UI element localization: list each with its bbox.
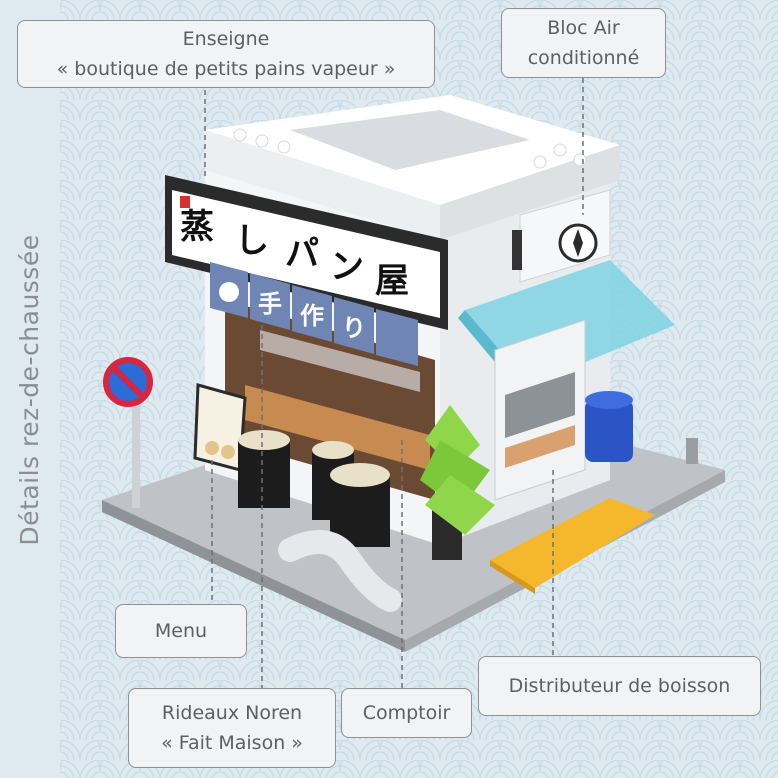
callout-ac-line2: conditionné bbox=[527, 47, 640, 69]
air-conditioner-unit bbox=[512, 189, 611, 283]
bollard bbox=[686, 438, 698, 464]
no-parking-sign-icon bbox=[103, 357, 153, 508]
callout-air-conditioner: Bloc Air conditionné bbox=[501, 8, 666, 78]
sign-char-4: ン bbox=[330, 247, 364, 287]
sign-char-5: 屋 bbox=[375, 261, 409, 301]
noren-curtains bbox=[210, 262, 418, 366]
sign-char-3: パ bbox=[285, 234, 319, 274]
callout-counter: Comptoir bbox=[341, 688, 472, 738]
noren-char-1: 手 bbox=[258, 290, 282, 318]
callout-noren-line2: « Fait Maison » bbox=[161, 732, 303, 754]
green-tree bbox=[420, 405, 495, 560]
noren-char-3: り bbox=[342, 314, 366, 342]
callout-ac-line1: Bloc Air bbox=[547, 17, 620, 39]
callout-menu: Menu bbox=[115, 604, 247, 658]
callout-vending-machine: Distributeur de boisson bbox=[478, 656, 761, 716]
callout-vending-line1: Distributeur de boisson bbox=[508, 675, 731, 697]
sign-char-1: 蒸 bbox=[180, 207, 214, 247]
callout-noren: Rideaux Noren « Fait Maison » bbox=[128, 688, 336, 768]
counter bbox=[245, 385, 430, 470]
callout-menu-line1: Menu bbox=[154, 620, 208, 642]
vending-machine bbox=[494, 319, 586, 501]
callout-sign: Enseigne « boutique de petits pains vape… bbox=[17, 20, 435, 88]
callout-sign-line1: Enseigne bbox=[182, 28, 270, 50]
callout-counter-line1: Comptoir bbox=[362, 702, 451, 724]
noren-char-2: 作 bbox=[300, 302, 324, 330]
blue-barrel bbox=[585, 391, 633, 462]
menu-board bbox=[193, 383, 247, 472]
pipe bbox=[278, 530, 402, 612]
callout-leader-lines bbox=[204, 78, 584, 688]
callout-sign-line2: « boutique de petits pains vapeur » bbox=[56, 58, 396, 80]
tactile-paving bbox=[490, 498, 655, 588]
callout-noren-line1: Rideaux Noren bbox=[161, 702, 303, 724]
shop-sign-lettering: 蒸 し パ ン 屋 bbox=[180, 207, 409, 301]
sign-char-2: し bbox=[235, 221, 269, 261]
